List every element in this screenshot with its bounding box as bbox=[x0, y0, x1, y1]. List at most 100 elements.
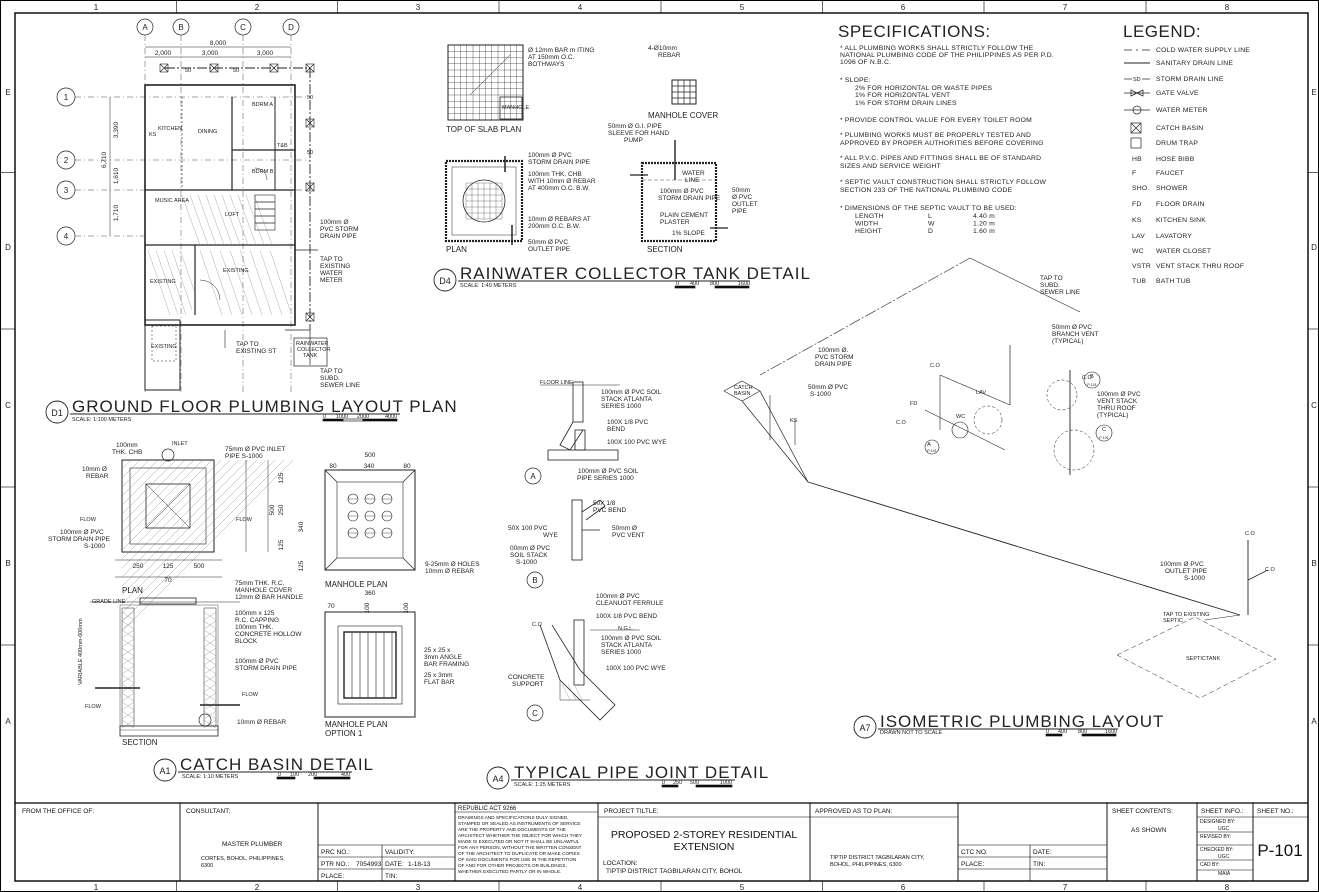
a7-fixture-co-5: C.O bbox=[1082, 375, 1093, 381]
grid-2-label: 2 bbox=[64, 156, 69, 165]
tin2-label: TIN: bbox=[1033, 861, 1045, 868]
spec-line-5: 1% FOR HORIZONTAL VENT bbox=[855, 92, 950, 99]
a1-dim-9: 125 bbox=[298, 560, 305, 571]
d4-bar-2: 800 bbox=[710, 281, 719, 287]
approved-addr2: BOHOL, PHILIPPINES, 6300 bbox=[830, 862, 902, 868]
grid-col-bottom-1: 1 bbox=[94, 883, 99, 892]
grid-4-label: 4 bbox=[64, 232, 69, 241]
designed-value: UGC bbox=[1218, 826, 1230, 832]
grid-col-bottom-7: 7 bbox=[1063, 883, 1068, 892]
spec-dim-name-0: LENGTH bbox=[855, 213, 884, 220]
a7-fixture-fd: FD bbox=[910, 401, 917, 407]
ra-line-4: MADE IS EXECUTED OR NOT IT SHALL BE UNLA… bbox=[458, 839, 580, 844]
legend-label-15: BATH TUB bbox=[1156, 278, 1191, 285]
a7-fixture-co-2: C.O bbox=[896, 420, 907, 426]
ptr-value: 7054993 bbox=[356, 861, 382, 868]
legend-code-13: WC bbox=[1132, 248, 1144, 255]
a7-bubble-sheet-0: P-101 bbox=[927, 449, 937, 453]
grid-col-6: 6 bbox=[901, 3, 906, 12]
dim-23: 1,610 bbox=[113, 167, 120, 184]
legend-label-13: WATER CLOSET bbox=[1156, 248, 1211, 255]
a4-note-ngl: N.G.L. bbox=[618, 626, 634, 632]
a4-note-c2: 100X 1/8 PVC BEND bbox=[596, 613, 657, 620]
d1-bar-3: 4000 bbox=[385, 414, 397, 420]
d1-texts: A B C D 1 2 3 4 8,000 2,000 3,000 3,000 … bbox=[51, 23, 456, 423]
grid-row-right-C: C bbox=[1311, 401, 1317, 410]
a1-scale: SCALE: 1:10 METERS bbox=[182, 774, 239, 780]
a7-bar-0: 0 bbox=[1046, 729, 1049, 735]
spec-dim-val-2: 1.60 m bbox=[973, 228, 995, 235]
spec-line-13: SECTION 233 OF THE NATIONAL PLUMBING COD… bbox=[840, 187, 1013, 194]
legend-heading: LEGEND: bbox=[1123, 22, 1201, 41]
a1-dim-11: 125 bbox=[163, 563, 174, 570]
dim-overall: 8,000 bbox=[210, 40, 227, 47]
a7-title: ISOMETRIC PLUMBING LAYOUT bbox=[880, 712, 1164, 731]
spec-line-4: 2% FOR HORIZONTAL OR WASTE PIPES bbox=[855, 85, 992, 92]
room-existing-1: EXISTING bbox=[150, 279, 176, 285]
spec-dim-code-0: L bbox=[928, 213, 932, 220]
a7-fixture-wc: WC bbox=[956, 414, 965, 420]
spec-line-3: * SLOPE: bbox=[840, 77, 871, 84]
title-block-texts: FROM THE OFFICE OF: CONSULTANT: MASTER P… bbox=[22, 806, 1303, 880]
a4-title: TYPICAL PIPE JOINT DETAIL bbox=[514, 763, 769, 782]
legend-label-8: FAUCET bbox=[1156, 170, 1184, 177]
d4-plan-label: PLAN bbox=[446, 245, 467, 254]
a1-bar-3: 400 bbox=[341, 772, 350, 778]
tag-50-a: 50 bbox=[307, 95, 313, 101]
legend-label-12: LAVATORY bbox=[1156, 233, 1192, 240]
room-existing-2: EXISTING bbox=[223, 268, 249, 274]
a4-bar-1: 250 bbox=[673, 780, 682, 786]
sheet-contents-value: AS SHOWN bbox=[1131, 827, 1167, 834]
sheet-info-label: SHEET INFO.: bbox=[1201, 808, 1244, 815]
a4-note-c0: C.O bbox=[532, 622, 543, 628]
a4-bar-2: 500 bbox=[690, 780, 699, 786]
office-label: FROM THE OFFICE OF: bbox=[22, 808, 94, 815]
spec-dim-name-1: WIDTH bbox=[855, 221, 878, 228]
spec-line-8: * PLUMBING WORKS MUST BE PROPERLY TESTED… bbox=[840, 132, 1031, 139]
grid-col-4: 4 bbox=[578, 3, 583, 12]
a1-dim-15: 70 bbox=[327, 603, 335, 610]
a1-tag: A1 bbox=[159, 766, 170, 776]
a7-fixture-lav: LAV bbox=[976, 390, 986, 396]
a7-bar-3: 1600 bbox=[1105, 729, 1117, 735]
ra-line-9: WHETHER EXECUTED PARTLY OR IN WHOLE. bbox=[458, 869, 561, 874]
tag-50-c: 50 bbox=[233, 68, 239, 74]
a1-flow-3: FLOW bbox=[242, 692, 259, 698]
legend-label-1: SANITARY DRAIN LINE bbox=[1156, 60, 1233, 67]
legend-code-8: F bbox=[1132, 170, 1136, 177]
d1-bar-0: 0 bbox=[323, 414, 326, 420]
d4-scale: SCALE: 1:40 METERS bbox=[460, 283, 517, 289]
grid-row-B: B bbox=[5, 559, 10, 568]
a7-bar-2: 800 bbox=[1078, 729, 1087, 735]
a1-note-rebar2: 10mm Ø REBAR bbox=[237, 719, 286, 726]
dim-12: 3,390 bbox=[113, 121, 120, 138]
project-label: PROJECT TILTLE: bbox=[604, 808, 659, 815]
cad-value: MAIA bbox=[1218, 871, 1231, 877]
approved-label: APPROVED AS TO PLAN: bbox=[815, 808, 893, 815]
checked-label: CHECKED BY: bbox=[1200, 847, 1234, 853]
tag-ks: KS bbox=[149, 132, 157, 138]
a1-manhole-plan-label: MANHOLE PLAN bbox=[325, 580, 388, 589]
validity-label: VALIDITY: bbox=[385, 849, 415, 856]
grid-c-label: C bbox=[240, 23, 246, 32]
grid-col-3: 3 bbox=[416, 3, 421, 12]
grid-col-bottom-5: 5 bbox=[740, 883, 745, 892]
grid-col-bottom-8: 8 bbox=[1225, 883, 1230, 892]
d1-tag: D1 bbox=[51, 408, 63, 418]
a4-bar-0: 0 bbox=[662, 780, 665, 786]
location-value: TIPTIP DISTRICT TAGBILARAN CITY, BOHOL bbox=[606, 868, 743, 875]
d4-title: RAINWATER COLLECTOR TANK DETAIL bbox=[460, 264, 811, 283]
